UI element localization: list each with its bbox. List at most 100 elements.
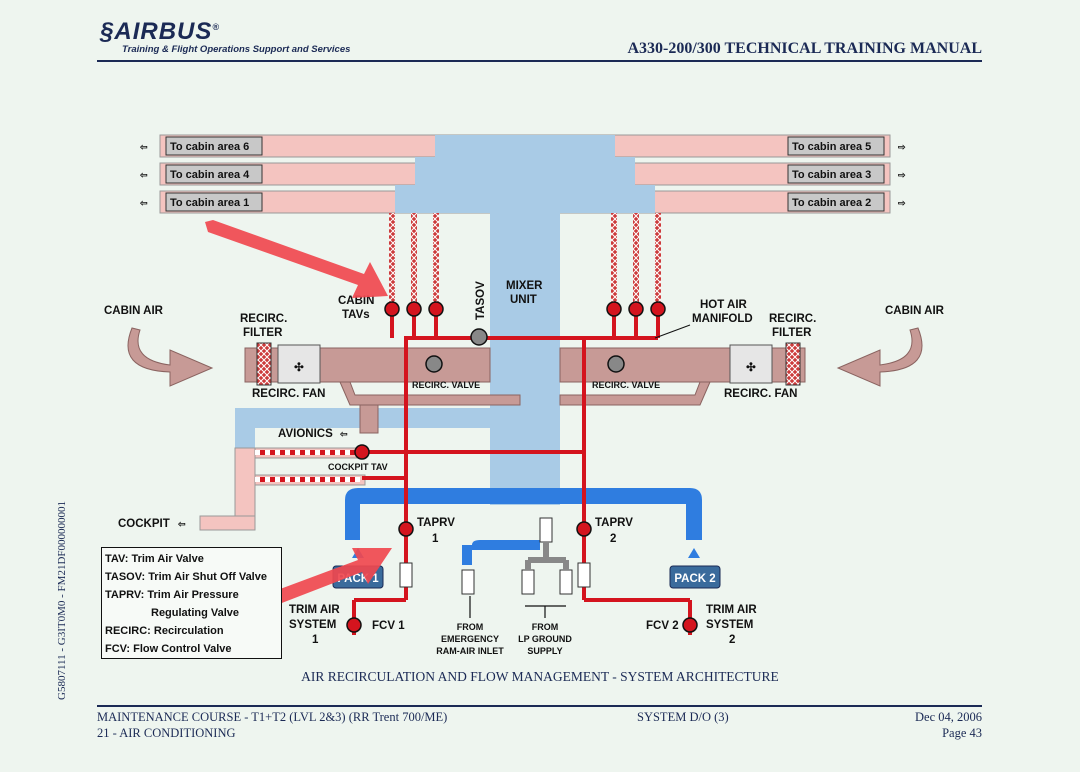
cabin-area-6-label: To cabin area 6 [170, 141, 249, 153]
outflow-arrow-icon: ⇦ [139, 198, 148, 208]
cabin-area-labels: To cabin area 6 To cabin area 4 To cabin… [139, 136, 906, 212]
cabin-air-left-arrow-icon [127, 327, 214, 387]
diagram-caption: AIR RECIRCULATION AND FLOW MANAGEMENT - … [301, 669, 779, 684]
taprv-2-number: 2 [610, 533, 616, 545]
mixer-unit-label-2: UNIT [510, 294, 537, 306]
cockpit-arrow-icon: ⇦ [177, 519, 186, 529]
lp-ground-label-2: LP GROUND [518, 634, 572, 644]
recirc-filter-left-label-1: RECIRC. [240, 313, 287, 325]
taprv-1-number: 1 [432, 533, 439, 545]
annotation-arrow-upper-icon [205, 220, 388, 298]
recirc-fan-right-label: RECIRC. FAN [724, 388, 797, 400]
recirc-valve-right-label: RECIRC. VALVE [592, 380, 660, 390]
cabin-air-right-arrow-icon [836, 327, 923, 387]
recirc-valve-left-label: RECIRC. VALVE [412, 380, 480, 390]
taprv-1-valve [398, 521, 414, 537]
fcv-1-valve [346, 617, 362, 633]
fan-right-symbol: ✣ [746, 361, 756, 374]
cabin-tav-valve [406, 301, 422, 317]
cabin-tavs-label-2: TAVs [342, 309, 370, 321]
legend-item: RECIRC: Recirculation [105, 625, 224, 637]
recirc-fan-left-icon [277, 344, 321, 384]
trim-air-2-number: 2 [729, 634, 735, 646]
lp-ground-label-1: FROM [532, 622, 559, 632]
footer-course: MAINTENANCE COURSE - T1+T2 (LVL 2&3) (RR… [97, 710, 448, 724]
hot-air-manifold-label-2: MANIFOLD [692, 313, 753, 325]
avionics-label: AVIONICS [278, 428, 333, 440]
pack-ducts [345, 488, 702, 565]
cabin-air-left-label: CABIN AIR [104, 305, 164, 317]
outflow-arrow-icon: ⇨ [898, 198, 906, 208]
taprv-2-valve [576, 521, 592, 537]
tasov-valve [470, 328, 488, 346]
recirc-filters: ✣ ✣ [256, 342, 801, 386]
trim-air-risers [255, 213, 661, 482]
footer-section: SYSTEM D/O (3) [637, 710, 729, 724]
trim-air-2-label-1: TRIM AIR [706, 604, 757, 616]
fcv-2-label: FCV 2 [646, 620, 679, 632]
logo-registered: ® [212, 22, 221, 32]
trim-air-1-number: 1 [312, 634, 319, 646]
packs: PACK 1 PACK 2 [332, 517, 721, 595]
cabin-tav-valve [650, 301, 666, 317]
legend-item: TAV: Trim Air Valve [105, 553, 204, 565]
footer-rule [97, 705, 982, 707]
taprv-2-label: TAPRV [595, 517, 633, 529]
footer-chapter: 21 - AIR CONDITIONING [97, 726, 236, 740]
recirc-valve-left [425, 355, 443, 373]
taprv-1-label: TAPRV [417, 517, 455, 529]
fcv-2-valve [682, 617, 698, 633]
cockpit-tav-valve [354, 444, 370, 460]
cabin-area-5-label: To cabin area 5 [792, 141, 871, 153]
recirc-filter-left-label-2: FILTER [243, 327, 283, 339]
hot-air-manifold-label-1: HOT AIR [700, 299, 748, 311]
cabin-air-arrows [127, 327, 923, 387]
cockpit-ducts [199, 447, 366, 531]
cabin-area-1-label: To cabin area 1 [170, 197, 249, 209]
cabin-tav-valve [384, 301, 400, 317]
cabin-area-2-label: To cabin area 2 [792, 197, 871, 209]
legend-item: TASOV: Trim Air Shut Off Valve [105, 571, 267, 583]
diagram-labels: CABIN AIR CABIN AIR RECIRC. FILTER RECIR… [104, 280, 945, 656]
recirc-filter-right-icon [785, 342, 801, 386]
mixer-unit-label-1: MIXER [506, 280, 543, 292]
logo-subtitle: Training & Flight Operations Support and… [122, 44, 351, 55]
cockpit-label: COCKPIT [118, 518, 170, 530]
fan-left-symbol: ✣ [294, 361, 304, 374]
emergency-label-3: RAM-AIR INLET [436, 646, 504, 656]
legend-item: TAPRV: Trim Air Pressure [105, 589, 239, 601]
emergency-label-2: EMERGENCY [441, 634, 499, 644]
outflow-arrow-icon: ⇦ [139, 170, 148, 180]
recirc-fan-right-icon [729, 344, 773, 384]
legend-box: TAV: Trim Air Valve TASOV: Trim Air Shut… [101, 547, 282, 659]
cabin-area-4-label: To cabin area 4 [170, 169, 250, 181]
legend-item: FCV: Flow Control Valve [105, 643, 232, 655]
emergency-label-1: FROM [457, 622, 484, 632]
cabin-area-3-label: To cabin area 3 [792, 169, 871, 181]
cabin-tavs-label-1: CABIN [338, 295, 374, 307]
recirc-valve-right [607, 355, 625, 373]
recirc-fan-left-label: RECIRC. FAN [252, 388, 325, 400]
avionics-arrow-icon: ⇦ [339, 429, 348, 439]
cockpit-tav-label: COCKPIT TAV [328, 462, 388, 472]
trim-air-2-label-2: SYSTEM [706, 619, 753, 631]
cabin-air-right-label: CABIN AIR [885, 305, 945, 317]
trim-air-1-label-1: TRIM AIR [289, 604, 340, 616]
tasov-label: TASOV [475, 281, 487, 320]
outflow-arrow-icon: ⇦ [139, 142, 148, 152]
footer-date: Dec 04, 2006 [915, 710, 982, 724]
airbus-logo: §AIRBUS® Training & Flight Operations Su… [100, 18, 350, 55]
cabin-tav-valve [606, 301, 622, 317]
manual-title: A330-200/300 TECHNICAL TRAINING MANUAL [627, 40, 982, 57]
trim-air-1-label-2: SYSTEM [289, 619, 336, 631]
cabin-tav-valve [628, 301, 644, 317]
valves [346, 301, 698, 633]
legend-item: Regulating Valve [151, 607, 240, 619]
airbus-swirl-icon: § [100, 18, 115, 45]
footer-page: Page 43 [942, 726, 982, 740]
recirc-filter-left-icon [256, 342, 272, 386]
lp-ground-label-3: SUPPLY [527, 646, 562, 656]
recirc-filter-right-label-2: FILTER [772, 327, 812, 339]
pack-2-label: PACK 2 [674, 573, 715, 585]
header-rule [97, 60, 982, 62]
